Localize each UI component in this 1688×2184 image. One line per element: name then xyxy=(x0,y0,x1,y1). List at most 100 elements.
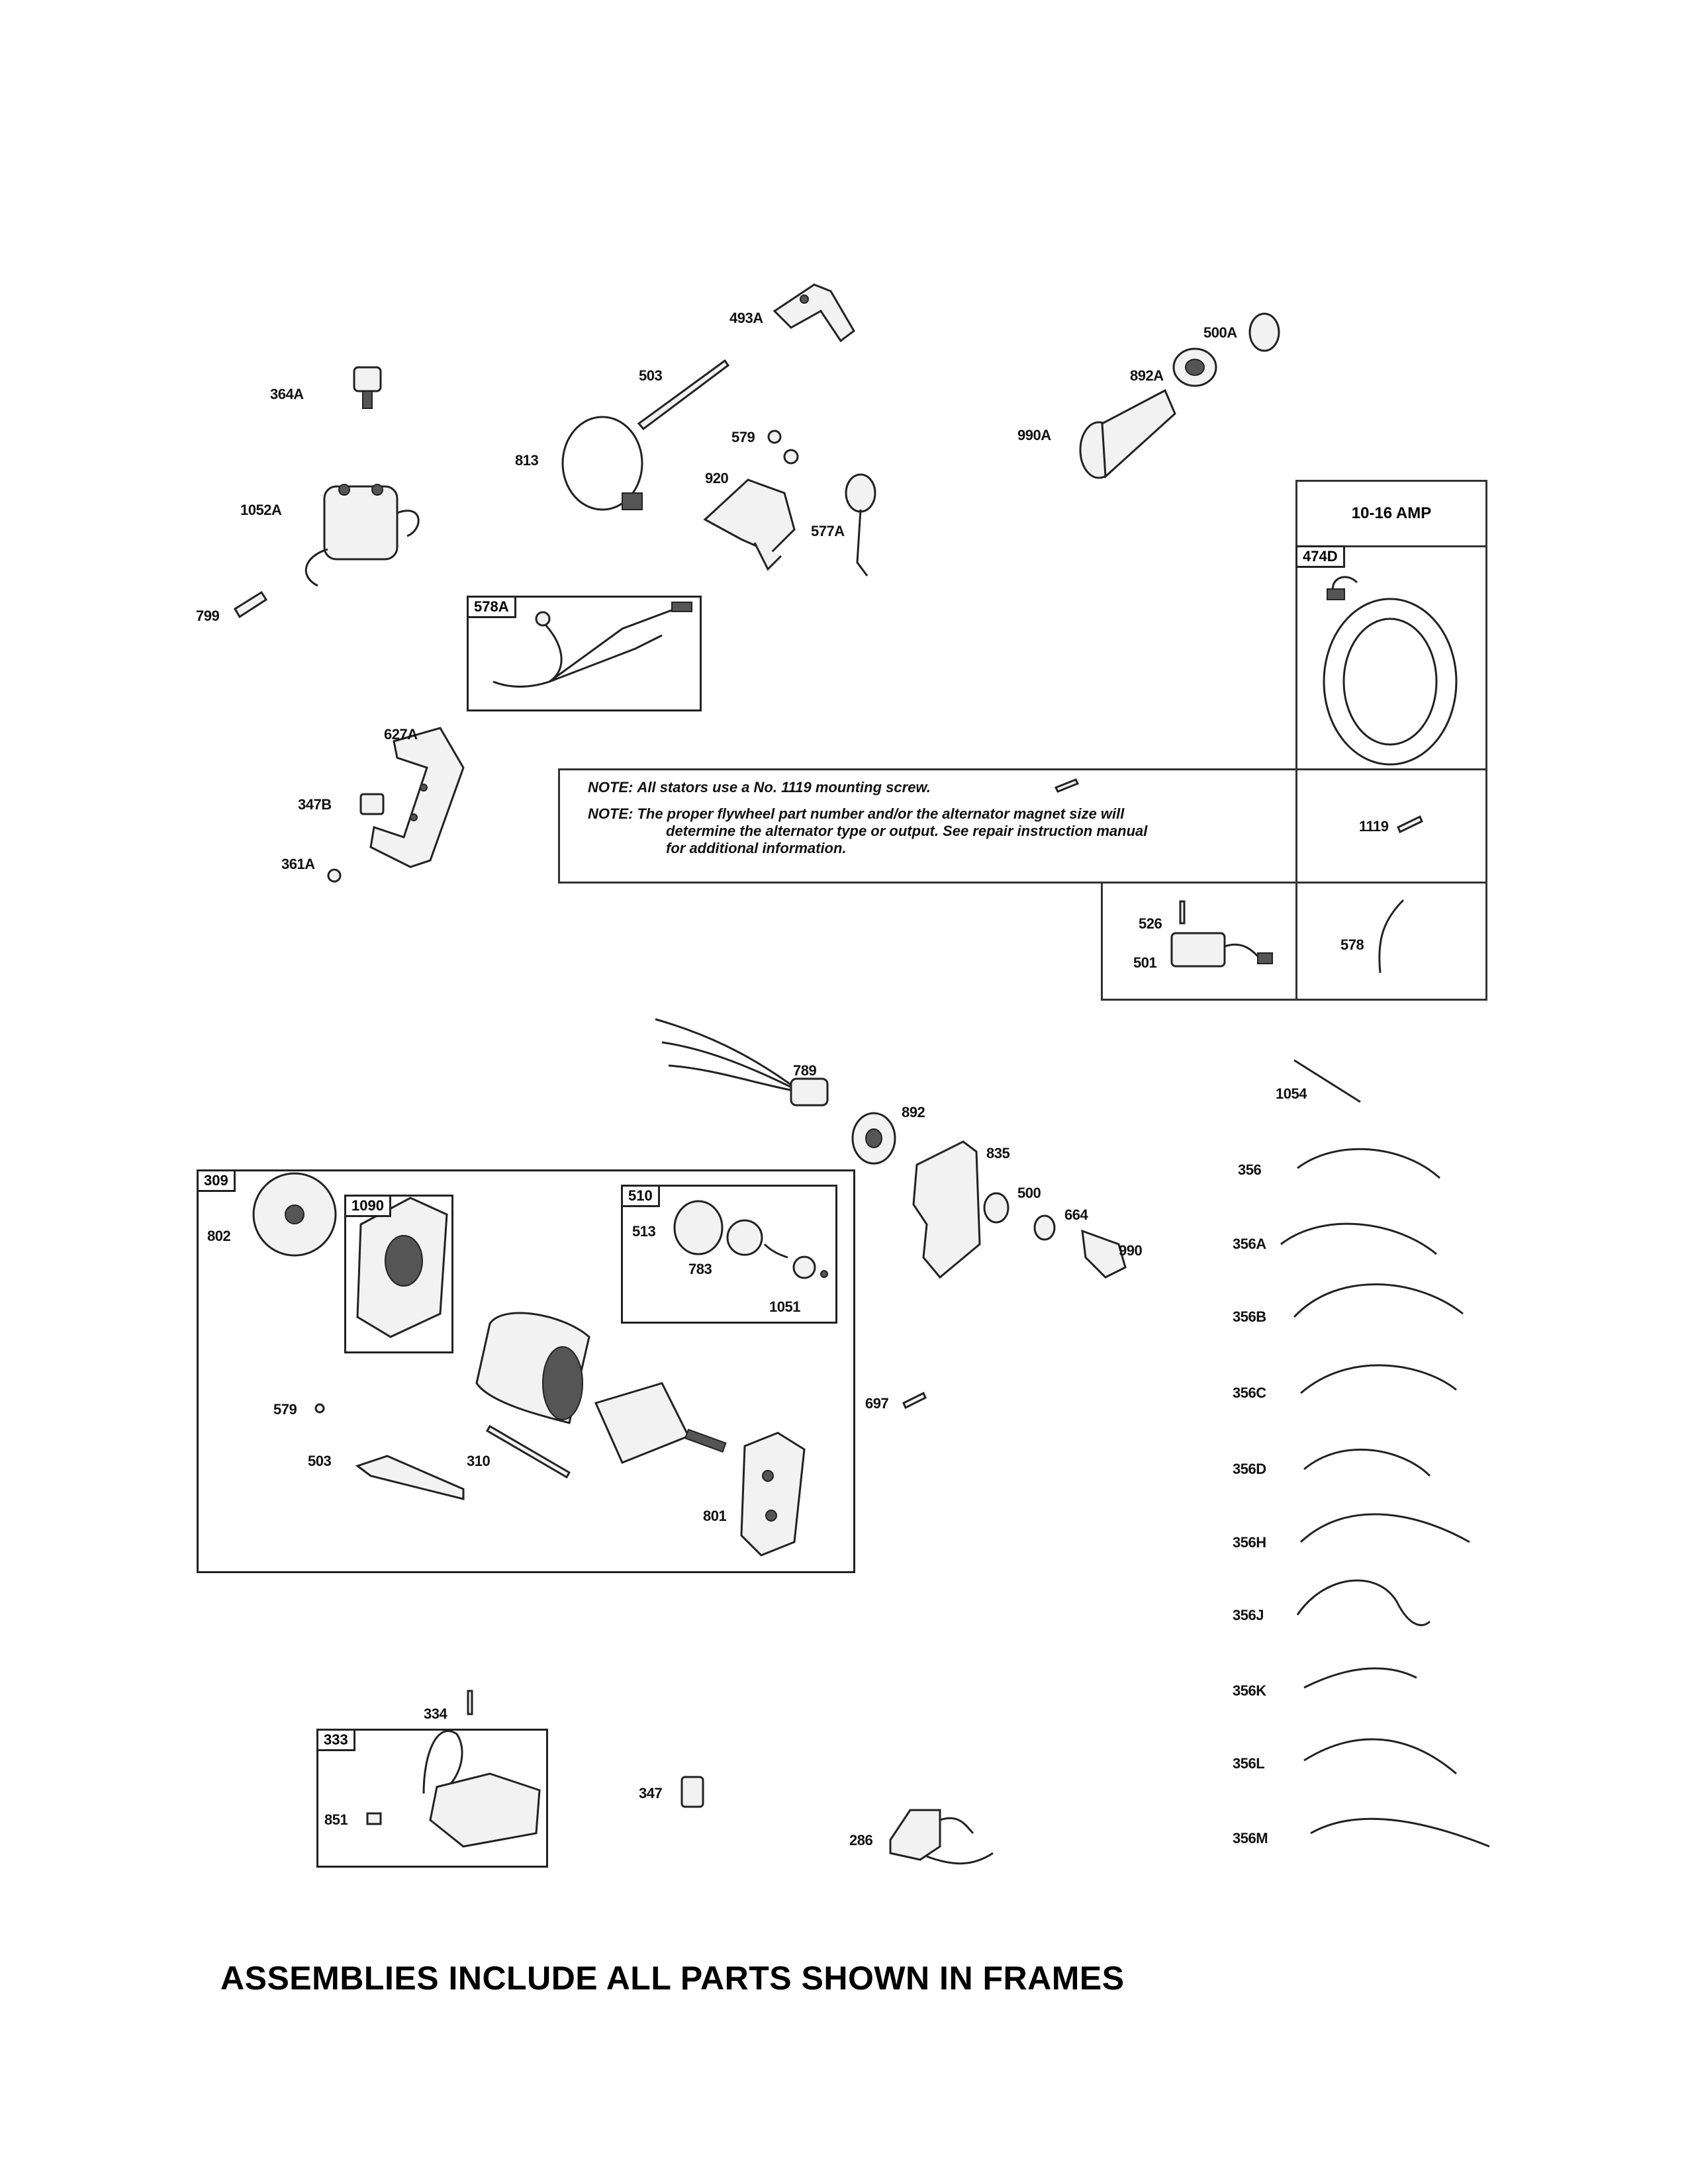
frame-1090: 1090 xyxy=(344,1195,453,1353)
callout-356B: 356B xyxy=(1233,1308,1266,1325)
frame-tag-333: 333 xyxy=(316,1729,355,1751)
note-2-line2: determine the alternator type or output.… xyxy=(666,823,1148,839)
callout-503-bottom: 503 xyxy=(308,1453,332,1469)
assemblies-footer-note: ASSEMBLIES INCLUDE ALL PARTS SHOWN IN FR… xyxy=(220,1960,1125,1997)
callout-579-bottom: 579 xyxy=(273,1401,297,1418)
callout-799: 799 xyxy=(196,608,220,624)
end-cap-801-illustration xyxy=(740,1432,806,1557)
washer-500A-illustration xyxy=(1248,312,1280,352)
note-1-text: All stators use a No. 1119 mounting scre… xyxy=(637,779,931,796)
fitting-364A-illustration xyxy=(353,366,382,409)
callout-578: 578 xyxy=(1340,936,1364,953)
callout-892: 892 xyxy=(902,1104,925,1120)
callout-813: 813 xyxy=(515,452,539,469)
part-347-illustration xyxy=(680,1776,704,1808)
stator-578-cell xyxy=(1295,882,1487,1001)
callout-356A: 356A xyxy=(1233,1236,1266,1252)
callout-664: 664 xyxy=(1064,1206,1088,1223)
key-990-illustration xyxy=(1081,1229,1127,1279)
callout-500A: 500A xyxy=(1203,324,1237,341)
frame-333: 333 xyxy=(316,1729,548,1868)
stator-amp-header: 10-16 AMP xyxy=(1351,504,1432,522)
nut-579b-illustration xyxy=(314,1403,325,1414)
callout-1052A: 1052A xyxy=(240,502,282,518)
frame-309: 309 xyxy=(197,1169,855,1573)
note-2-line1: The proper flywheel part number and/or t… xyxy=(637,805,1125,822)
callout-364A: 364A xyxy=(270,386,304,402)
frame-tag-578A: 578A xyxy=(467,596,516,618)
coil-333-illustration xyxy=(422,1730,541,1848)
callout-286: 286 xyxy=(849,1832,873,1848)
clamp-813-illustration xyxy=(561,416,643,511)
frame-tag-309: 309 xyxy=(197,1169,236,1192)
nut-664-illustration xyxy=(1033,1214,1056,1241)
solenoid-1052A-illustration xyxy=(305,484,420,587)
callout-500: 500 xyxy=(1017,1185,1041,1201)
callout-789: 789 xyxy=(793,1062,817,1079)
washer-500-illustration xyxy=(983,1192,1009,1224)
callout-801: 801 xyxy=(703,1508,727,1524)
end-cap-1090-illustration xyxy=(356,1197,448,1338)
stator-1119-cell xyxy=(1295,768,1487,884)
bracket-835-illustration xyxy=(912,1140,981,1279)
frame-578A: 578A xyxy=(467,596,702,711)
callout-347: 347 xyxy=(639,1785,663,1801)
callout-892A: 892A xyxy=(1130,367,1164,384)
callout-493A: 493A xyxy=(729,310,763,326)
note-2-prefix: NOTE: xyxy=(588,805,633,822)
wire-578-illustration xyxy=(1378,899,1405,974)
stator-474D-illustration xyxy=(1323,576,1458,766)
callout-851: 851 xyxy=(324,1811,348,1828)
callout-356C: 356C xyxy=(1233,1385,1266,1401)
callout-356K: 356K xyxy=(1233,1682,1266,1699)
callout-990A: 990A xyxy=(1017,427,1051,443)
frame-510: 510 xyxy=(621,1185,837,1324)
part-892A-illustration xyxy=(1172,347,1217,387)
switch-892-illustration xyxy=(851,1112,896,1165)
stator-474D-cell: 474D xyxy=(1295,545,1487,770)
callout-356J: 356J xyxy=(1233,1607,1264,1623)
screw-1119-illustration xyxy=(1397,815,1423,834)
bracket-627A-illustration xyxy=(369,727,465,868)
callout-356: 356 xyxy=(1238,1161,1262,1178)
callout-526: 526 xyxy=(1139,915,1162,932)
callout-577A: 577A xyxy=(811,523,845,539)
clip-851-illustration xyxy=(366,1812,382,1825)
note-1-prefix: NOTE: xyxy=(588,779,633,796)
callout-920: 920 xyxy=(705,470,729,486)
callout-334: 334 xyxy=(424,1706,447,1722)
housing-illustration xyxy=(475,1312,590,1424)
lever-577A-illustration xyxy=(845,473,876,576)
screw-697-illustration xyxy=(902,1391,927,1410)
callout-697: 697 xyxy=(865,1395,889,1412)
capacitor-286-illustration xyxy=(889,1809,994,1865)
leads-356-series-illustration xyxy=(1280,1148,1490,1848)
drive-510-illustration xyxy=(673,1200,828,1279)
callout-501: 501 xyxy=(1133,954,1157,971)
callout-802: 802 xyxy=(207,1228,231,1244)
callout-356D: 356D xyxy=(1233,1461,1266,1477)
harness-578A-illustration xyxy=(492,602,692,688)
tie-1054-illustration xyxy=(1293,1059,1361,1103)
strap-503b-illustration xyxy=(355,1455,465,1500)
note-1: NOTE:All stators use a No. 1119 mounting… xyxy=(588,779,931,796)
screw-1119-note-illustration xyxy=(1054,778,1080,793)
frame-tag-510: 510 xyxy=(621,1185,660,1207)
screw-361A-illustration xyxy=(327,868,342,883)
rectifier-cell xyxy=(1101,882,1297,1001)
bracket-920-illustration xyxy=(703,478,796,571)
note-2: NOTE:The proper flywheel part number and… xyxy=(588,805,1147,857)
callout-1051: 1051 xyxy=(769,1298,800,1315)
callout-1054: 1054 xyxy=(1276,1085,1307,1102)
frame-tag-1090: 1090 xyxy=(344,1195,391,1217)
bolt-310-illustration xyxy=(485,1424,571,1479)
callout-310: 310 xyxy=(467,1453,491,1469)
screw-526-illustration xyxy=(1179,900,1186,925)
clip-347B-illustration xyxy=(359,793,385,815)
armature-illustration xyxy=(594,1382,727,1464)
callout-990: 990 xyxy=(1119,1242,1143,1259)
bracket-493A-illustration xyxy=(773,283,855,343)
callout-347B: 347B xyxy=(298,796,332,813)
rectifier-501-illustration xyxy=(1170,932,1273,968)
